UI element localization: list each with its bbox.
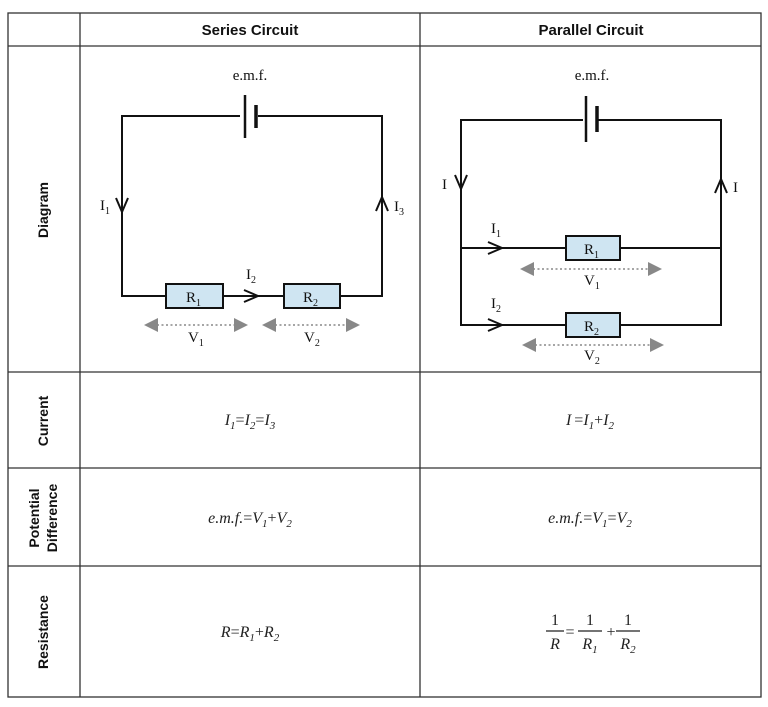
parallel-arrow-up-icon <box>714 176 728 194</box>
parallel-I2-label: I2 <box>491 296 501 315</box>
series-I1-label: I1 <box>100 198 110 217</box>
equals-sign: = <box>565 624 574 641</box>
parallel-arrow-branch2-icon <box>487 318 505 332</box>
parallel-arrow-branch1-icon <box>487 241 505 255</box>
series-I2-label: I2 <box>246 267 256 286</box>
parallel-I1-label: I1 <box>491 221 501 240</box>
parallel-current-equation: I=I1+I2 <box>565 412 615 432</box>
series-pd-equation: e.m.f.=V1+V2 <box>208 510 292 530</box>
plus-sign: + <box>606 624 615 641</box>
parallel-V1-span-arrow <box>520 262 662 276</box>
table-border <box>7 12 762 698</box>
parallel-resistance-equation: 1 R = 1 R1 + 1 R2 <box>546 612 640 656</box>
frac-2-denominator: R1 <box>581 636 597 656</box>
frac-1-numerator: 1 <box>551 612 559 629</box>
parallel-R2-label: R2 <box>584 319 599 338</box>
header-series-circuit: Series Circuit <box>202 22 299 39</box>
parallel-V2-span-arrow <box>522 338 664 352</box>
parallel-arrow-down-icon <box>454 174 468 192</box>
table-grid <box>7 12 762 698</box>
frac-2-numerator: 1 <box>586 612 594 629</box>
series-V2-span-arrow <box>262 318 360 332</box>
parallel-emf-label: e.m.f. <box>575 68 610 84</box>
parallel-V1-label: V1 <box>584 273 600 292</box>
series-current-equation: I1=I2=I3 <box>224 412 276 432</box>
series-R2-label: R2 <box>303 290 318 309</box>
series-arrow-right-icon <box>243 289 261 303</box>
series-arrow-up-icon <box>375 194 389 212</box>
row-label-potential: Potential <box>26 488 42 547</box>
series-wire-right <box>258 115 383 297</box>
parallel-R1-label: R1 <box>584 242 599 261</box>
series-R1-label: R1 <box>186 290 201 309</box>
header-parallel-circuit: Parallel Circuit <box>538 22 643 39</box>
frac-3-numerator: 1 <box>624 612 632 629</box>
series-resistance-equation: R=R1+R2 <box>220 624 280 644</box>
series-I3-label: I3 <box>394 199 404 218</box>
series-emf-label: e.m.f. <box>233 68 268 84</box>
parallel-wire-left <box>460 119 583 326</box>
row-label-current: Current <box>35 395 51 446</box>
frac-3-denominator: R2 <box>619 636 636 656</box>
parallel-pd-equation: e.m.f.=V1=V2 <box>548 510 632 530</box>
parallel-circuit-diagram: e.m.f. I I I1 I2 R1 R2 V1 <box>442 68 738 367</box>
series-resistor-R1 <box>165 283 224 309</box>
parallel-resistor-R1 <box>565 235 621 261</box>
series-circuit-diagram: e.m.f. I1 I3 I2 R1 R2 V1 V2 <box>100 68 404 349</box>
series-V1-label: V1 <box>188 330 204 349</box>
parallel-I-left-label: I <box>442 177 447 193</box>
series-V2-label: V2 <box>304 330 320 349</box>
row-label-diagram: Diagram <box>35 182 51 238</box>
parallel-resistor-R2 <box>565 312 621 338</box>
frac-1-denominator: R <box>549 636 560 653</box>
series-V1-span-arrow <box>144 318 248 332</box>
row-label-resistance: Resistance <box>35 595 51 669</box>
parallel-wire-right <box>597 119 722 326</box>
series-arrow-down-icon <box>115 197 129 215</box>
row-label-difference: Difference <box>44 484 60 553</box>
parallel-V2-label: V2 <box>584 348 600 367</box>
series-resistor-R2 <box>283 283 341 309</box>
parallel-I-right-label: I <box>733 180 738 196</box>
series-wire-left <box>121 115 240 297</box>
